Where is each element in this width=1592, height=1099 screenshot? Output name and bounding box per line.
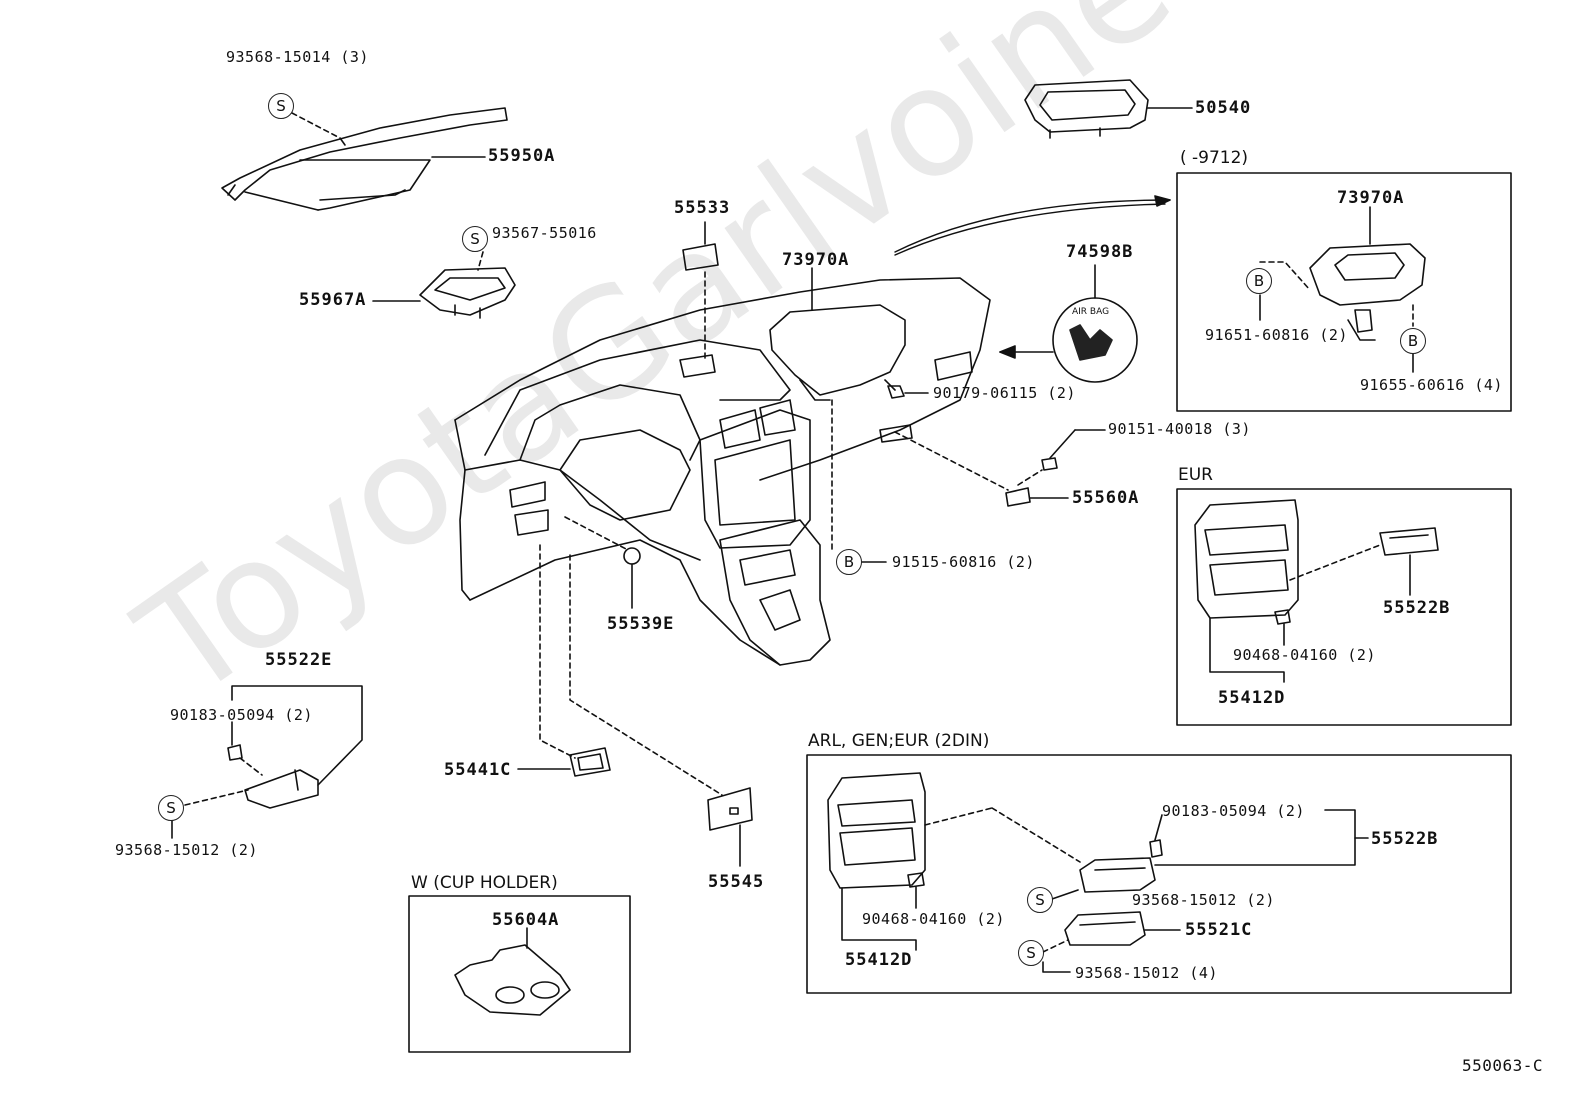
box-9712-header: ( -9712) [1180, 148, 1249, 168]
label-73970A: 73970A [782, 250, 850, 270]
leader-93567-55016 [477, 251, 484, 271]
box-arl-label-55521C: 55521C [1185, 920, 1253, 940]
label-55533: 55533 [674, 198, 731, 218]
label-90179-06115: 90179-06115 (2) [933, 384, 1076, 402]
arrow-to-9712-box-inner [894, 203, 1166, 256]
part-50540-drawing [1024, 79, 1149, 139]
label-55441C: 55441C [444, 760, 512, 780]
box-arl-label-55522B: 55522B [1371, 829, 1439, 849]
leader-90183-a-dash [239, 757, 263, 776]
box-eur-header: EUR [1178, 465, 1213, 485]
symbol-b-91655: B [1400, 328, 1426, 354]
diagram-id: 550063-C [1462, 1056, 1544, 1075]
label-55539E: 55539E [607, 614, 675, 634]
box-9712 [1176, 172, 1512, 412]
part-74598B-drawing: AIR BAG [1052, 297, 1138, 383]
leader-55539E-dash [564, 516, 629, 551]
bracket-55522E [231, 685, 363, 786]
box-arl-leader-93568-2 [1051, 889, 1079, 900]
part-55950A-drawing [221, 107, 508, 211]
symbol-b-91651: B [1246, 268, 1272, 294]
box-arl-label-93568-2: 93568-15012 (2) [1132, 891, 1275, 909]
symbol-s-93568-15012-a: S [158, 795, 184, 821]
arrow-to-9712-box [894, 199, 1171, 253]
box-arl [806, 754, 1512, 994]
leader-93568-15014 [291, 112, 339, 138]
box-eur-bezel-drawing [1194, 499, 1439, 625]
box-eur [1176, 488, 1512, 726]
box-cup-header: W (CUP HOLDER) [411, 873, 558, 893]
label-93568-15014: 93568-15014 (3) [226, 48, 369, 66]
symbol-s-93567-55016: S [462, 226, 488, 252]
label-90183-05094-a: 90183-05094 (2) [170, 706, 313, 724]
svg-text:AIR BAG: AIR BAG [1072, 307, 1109, 317]
label-55560A: 55560A [1072, 488, 1140, 508]
leader-55441C-dash [539, 544, 576, 759]
label-55967A: 55967A [299, 290, 367, 310]
label-91515-60816: 91515-60816 (2) [892, 553, 1035, 571]
box-arl-dash-b [991, 807, 1081, 863]
symbol-s-93568-15012-4: S [1018, 940, 1044, 966]
part-55545-drawing [707, 787, 753, 831]
box-arl-dash-a [924, 807, 993, 826]
part-55522E-drawing [227, 744, 319, 809]
label-74598B: 74598B [1066, 242, 1134, 262]
box-arl-dash-c [1042, 939, 1069, 953]
box-eur-label-90468: 90468-04160 (2) [1233, 646, 1376, 664]
box-eur-label-55412D: 55412D [1218, 688, 1286, 708]
box-arl-header: ARL, GEN;EUR (2DIN) [808, 731, 990, 751]
dashboard-drawing [454, 277, 991, 666]
part-55533-drawing [682, 243, 719, 271]
box-eur-label-55522B: 55522B [1383, 598, 1451, 618]
part-73970A-drawing [769, 304, 906, 401]
box-9712-label-91651: 91651-60816 (2) [1205, 326, 1348, 344]
box-9712-label-91655: 91655-60616 (4) [1360, 376, 1503, 394]
leader-90151-dash [1017, 469, 1043, 486]
box-arl-label-90183: 90183-05094 (2) [1162, 802, 1305, 820]
box-9712-label-73970A: 73970A [1337, 188, 1405, 208]
part-55441C-drawing [569, 747, 611, 777]
arrowhead-74598B [999, 345, 1016, 359]
label-55545: 55545 [708, 872, 765, 892]
box-eur-bracket-55412D [1209, 617, 1285, 683]
label-55950A: 55950A [488, 146, 556, 166]
label-55522E: 55522E [265, 650, 333, 670]
box-arl-label-90468: 90468-04160 (2) [862, 910, 1005, 928]
symbol-s-93568-15014: S [268, 93, 294, 119]
leader-55545-dash [569, 554, 723, 796]
box-arl-leader-93568-4 [1042, 961, 1071, 973]
leader-93568-a-dash [184, 789, 249, 806]
label-90151-40018: 90151-40018 (3) [1108, 420, 1251, 438]
symbol-b-91515: B [836, 549, 862, 575]
box-9712-leader-91651-dash [1259, 261, 1311, 291]
box-arl-leader-90183 [1154, 814, 1163, 841]
label-93567-55016: 93567-55016 [492, 224, 597, 242]
symbol-s-93568-15012-2: S [1027, 887, 1053, 913]
label-93568-15012-a: 93568-15012 (2) [115, 841, 258, 859]
part-55539E-drawing [623, 547, 641, 565]
box-cup-holder-drawing [454, 944, 571, 1016]
box-cup-label-55604A: 55604A [492, 910, 560, 930]
clip-90179 [887, 385, 905, 399]
part-55967A-drawing [419, 267, 516, 319]
box-arl-bracket-55412D [841, 887, 917, 951]
leader-55560A-dash [894, 431, 1009, 491]
part-55560A-drawing [1005, 429, 1076, 507]
arrowhead-to-9712-box [1154, 195, 1171, 207]
label-50540: 50540 [1195, 98, 1252, 118]
box-arl-label-55412D: 55412D [845, 950, 913, 970]
box-arl-drawing [827, 772, 1163, 946]
box-eur-dash [1289, 544, 1381, 581]
box-cup [408, 895, 631, 1053]
box-9712-airbag-drawing [1309, 243, 1426, 341]
box-arl-label-93568-4: 93568-15012 (4) [1075, 964, 1218, 982]
